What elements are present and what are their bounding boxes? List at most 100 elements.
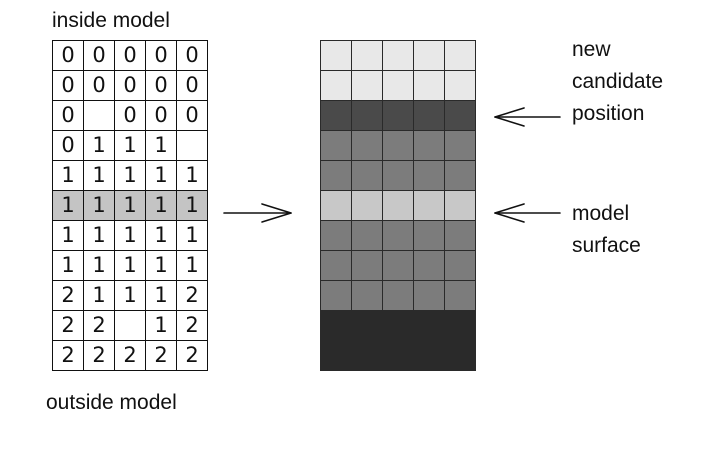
shade-cell: [413, 340, 445, 371]
grid-cell: 1: [83, 160, 115, 191]
grid-cell: 1: [145, 310, 177, 341]
grid-cell: 1: [176, 190, 208, 221]
grid-cell: 1: [83, 250, 115, 281]
shade-cell: [413, 250, 445, 281]
grid-cell: 1: [52, 190, 84, 221]
shade-row: [320, 310, 476, 341]
grid-cell: 2: [114, 340, 146, 371]
grid-cell: 0: [176, 100, 208, 131]
grid-cell: 2: [176, 310, 208, 341]
shade-cell: [413, 70, 445, 101]
shade-cell: [351, 310, 383, 341]
grid-cell: 1: [145, 220, 177, 251]
shade-cell: [444, 280, 476, 311]
grid-cell: 0: [176, 70, 208, 101]
grid-cell: [176, 130, 208, 161]
shade-row: [320, 130, 476, 161]
grid-cell: 0: [114, 40, 146, 71]
grid-cell: 1: [52, 250, 84, 281]
shaded-grid: [320, 40, 476, 371]
grid-cell: 0: [83, 70, 115, 101]
candidate-arrow-icon: [494, 107, 561, 127]
shade-cell: [444, 340, 476, 371]
candidate-label-line: position: [572, 102, 645, 125]
shade-cell: [320, 160, 352, 191]
grid-cell: 2: [176, 340, 208, 371]
shade-cell: [320, 250, 352, 281]
grid-cell: 1: [83, 130, 115, 161]
shade-cell: [382, 280, 414, 311]
shade-row: [320, 70, 476, 101]
shade-cell: [413, 160, 445, 191]
grid-cell: 0: [52, 130, 84, 161]
shade-cell: [382, 70, 414, 101]
shade-cell: [320, 310, 352, 341]
shade-cell: [351, 220, 383, 251]
grid-cell: 1: [145, 160, 177, 191]
surface-arrow-icon: [494, 203, 561, 223]
candidate-label-line: new: [572, 38, 611, 61]
shade-cell: [320, 40, 352, 71]
shade-cell: [351, 340, 383, 371]
shade-cell: [351, 160, 383, 191]
inside-model-label: inside model: [52, 9, 170, 32]
shade-cell: [444, 160, 476, 191]
shade-row: [320, 100, 476, 131]
grid-cell: 0: [52, 100, 84, 131]
shade-cell: [444, 250, 476, 281]
shade-row: [320, 40, 476, 71]
shade-cell: [413, 190, 445, 221]
shade-cell: [382, 310, 414, 341]
grid-cell: 1: [114, 280, 146, 311]
grid-cell: 1: [114, 160, 146, 191]
shade-cell: [413, 220, 445, 251]
shade-cell: [382, 220, 414, 251]
grid-cell: 1: [114, 190, 146, 221]
shade-cell: [382, 100, 414, 131]
shade-cell: [382, 160, 414, 191]
shade-cell: [444, 40, 476, 71]
shade-cell: [444, 70, 476, 101]
shade-cell: [413, 100, 445, 131]
surface-label-line: surface: [572, 234, 641, 257]
grid-cell: 1: [176, 220, 208, 251]
shade-cell: [351, 100, 383, 131]
shade-cell: [413, 310, 445, 341]
shade-cell: [444, 310, 476, 341]
shade-cell: [444, 130, 476, 161]
grid-cell: 0: [145, 100, 177, 131]
model-surface-label: model surface: [572, 198, 641, 262]
grid-cell: 0: [176, 40, 208, 71]
shade-cell: [320, 100, 352, 131]
shade-cell: [413, 280, 445, 311]
new-candidate-position-label: new candidate position: [572, 34, 663, 130]
shade-row: [320, 220, 476, 251]
shade-row: [320, 280, 476, 311]
grid-cell: 1: [83, 190, 115, 221]
shade-row: [320, 250, 476, 281]
shade-cell: [351, 190, 383, 221]
shade-cell: [351, 130, 383, 161]
grid-cell: 1: [52, 220, 84, 251]
shade-cell: [382, 340, 414, 371]
shade-cell: [320, 340, 352, 371]
shade-cell: [320, 280, 352, 311]
grid-cell: 0: [114, 70, 146, 101]
shade-cell: [382, 250, 414, 281]
shade-cell: [351, 250, 383, 281]
outside-model-label: outside model: [46, 391, 177, 414]
grid-cell: 1: [176, 160, 208, 191]
shade-cell: [444, 190, 476, 221]
shade-cell: [351, 40, 383, 71]
